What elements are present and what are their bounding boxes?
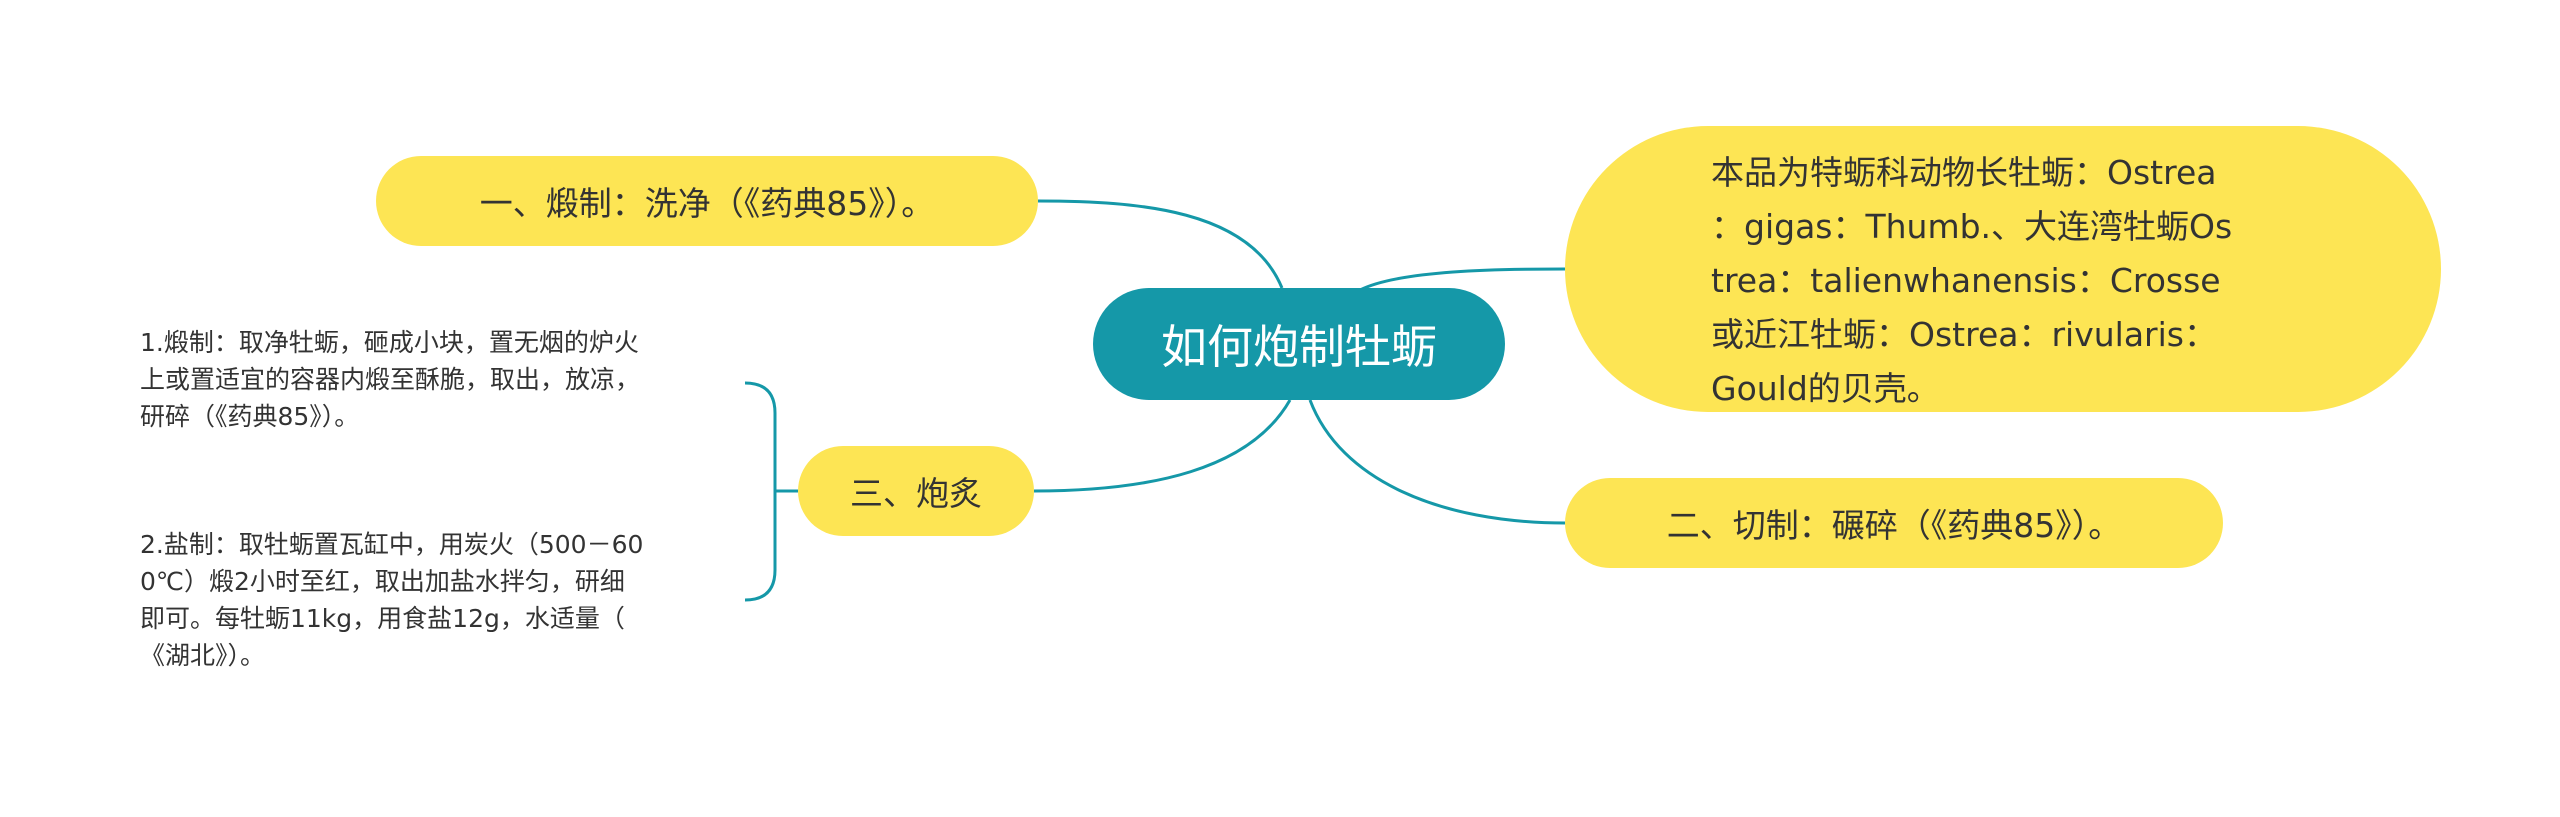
connector-center-to-step3 xyxy=(1033,399,1292,493)
leaf-line: 上或置适宜的容器内煅至酥脆，取出，放凉， xyxy=(140,365,641,394)
description-line: trea：talienwhanensis：Crosse xyxy=(1711,261,2221,300)
leaf-line: 《湖北》）。 xyxy=(140,641,266,670)
step1-label: 一、煅制：洗净（《药典85》）。 xyxy=(479,184,935,223)
central-topic-label: 如何炮制牡蛎 xyxy=(1161,320,1437,374)
connector-center-to-description xyxy=(1359,267,1566,292)
description-line: Gould的贝壳。 xyxy=(1711,369,1940,408)
description-line: 或近江牡蛎：Ostrea：rivularis： xyxy=(1711,315,2217,354)
central-topic[interactable]: 如何炮制牡蛎 xyxy=(1093,288,1505,400)
step2-cut-node[interactable]: 二、切制：碾碎（《药典85》）。 xyxy=(1565,478,2223,568)
salt-method-leaf[interactable]: 2.盐制：取牡蛎置瓦缸中，用炭火（500－60 0℃）煅2小时至红，取出加盐水拌… xyxy=(140,526,643,674)
leaf-line: 即可。每牡蛎11kg，用食盐12g，水适量（ xyxy=(140,604,625,633)
leaf-line: 1.煅制：取净牡蛎，砸成小块，置无烟的炉火 xyxy=(140,328,639,357)
description-line: ：gigas：Thumb.、大连湾牡蛎Os xyxy=(1711,207,2233,246)
step1-calcine-node[interactable]: 一、煅制：洗净（《药典85》）。 xyxy=(376,156,1038,246)
connector-center-to-step1 xyxy=(1037,199,1284,289)
leaf-line: 研碎（《药典85》）。 xyxy=(140,402,360,431)
connector-center-to-step2 xyxy=(1308,399,1566,525)
leaf-line: 2.盐制：取牡蛎置瓦缸中，用炭火（500－60 xyxy=(140,530,644,559)
leaf-line: 0℃）煅2小时至红，取出加盐水拌匀，研细 xyxy=(140,567,625,596)
bracket-step3-children xyxy=(744,381,798,602)
step3-process-node[interactable]: 三、炮炙 xyxy=(798,446,1034,536)
description-line: 本品为特蛎科动物长牡蛎：Ostrea xyxy=(1711,153,2217,192)
calcine-method-leaf[interactable]: 1.煅制：取净牡蛎，砸成小块，置无烟的炉火 上或置适宜的容器内煅至酥脆，取出，放… xyxy=(140,324,640,435)
step3-label: 三、炮炙 xyxy=(850,474,982,513)
step2-label: 二、切制：碾碎（《药典85》）。 xyxy=(1666,506,2122,545)
description-node[interactable]: 本品为特蛎科动物长牡蛎：Ostrea ：gigas：Thumb.、大连湾牡蛎Os… xyxy=(1565,126,2441,412)
